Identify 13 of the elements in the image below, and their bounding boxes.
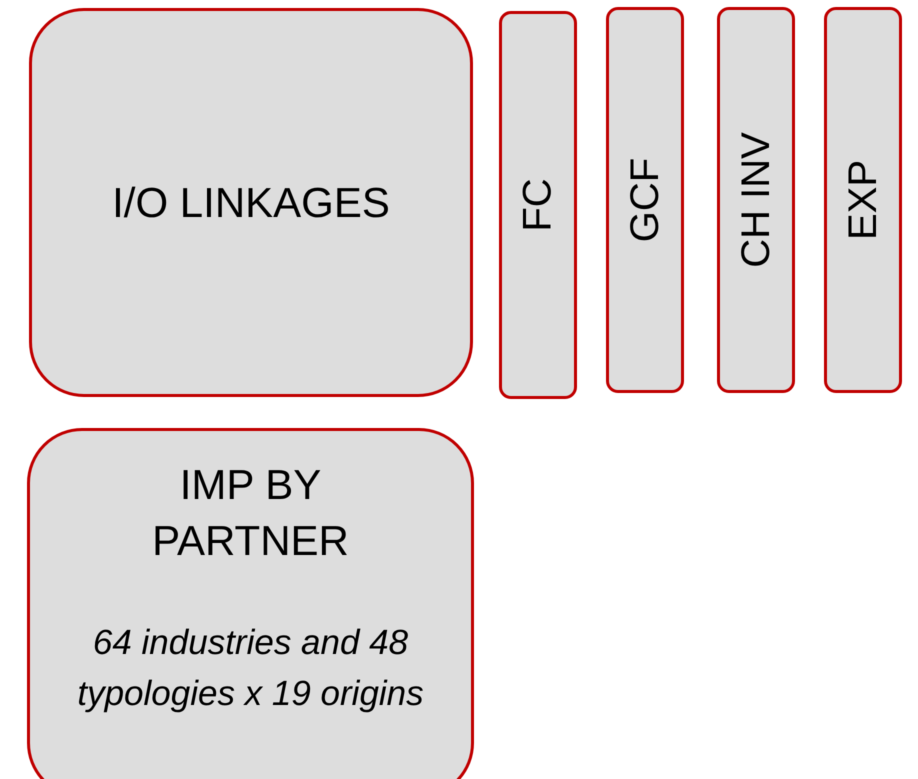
- category-column: [606, 7, 684, 393]
- category-box: [29, 8, 473, 397]
- column-label: FC: [518, 178, 558, 232]
- column-label: GCF: [625, 158, 665, 242]
- category-column: [824, 7, 902, 393]
- column-label: EXP: [843, 160, 883, 240]
- category-box: [27, 428, 474, 779]
- box-note: 64 industries and 48 typologies x 19 origins: [76, 622, 425, 715]
- category-column: [717, 7, 795, 393]
- box-heading: I/O LINKAGES: [111, 178, 391, 228]
- column-label: CH INV: [736, 132, 776, 268]
- category-column: [499, 11, 577, 399]
- box-heading: IMP BY PARTNER: [151, 460, 350, 566]
